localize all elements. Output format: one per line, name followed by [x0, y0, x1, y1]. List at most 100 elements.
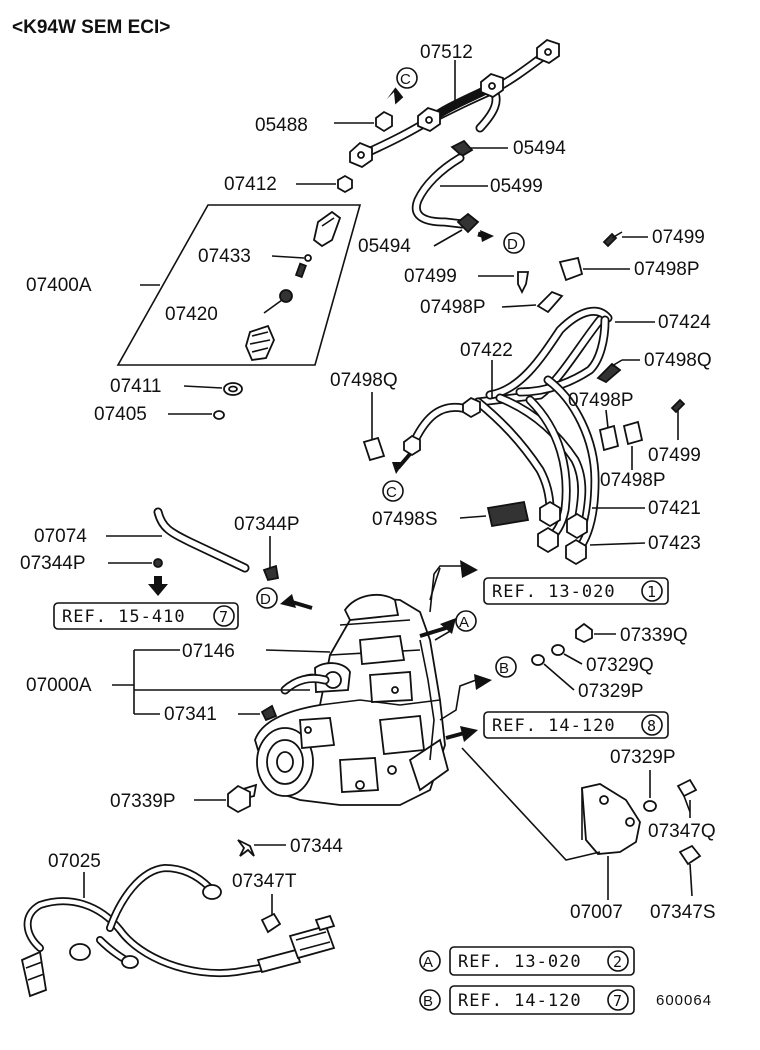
nut-07412 — [337, 174, 353, 194]
svg-text:D: D — [260, 591, 271, 608]
clamp-07498S — [486, 500, 530, 528]
nozzle-spring — [304, 254, 312, 262]
nozzle-assembly-box — [116, 204, 362, 366]
label-05494-a: 05494 — [513, 138, 566, 159]
washer-07329Q — [551, 644, 565, 656]
label-07499-c: 07499 — [648, 445, 701, 466]
label-07420: 07420 — [165, 304, 218, 325]
label-07347T: 07347T — [232, 871, 297, 892]
svg-text:REF. 13-020: REF. 13-020 — [492, 582, 616, 602]
label-07499-b: 07499 — [404, 266, 457, 287]
label-07498S: 07498S — [372, 509, 438, 530]
bolt-07499-b — [517, 271, 530, 295]
svg-text:1: 1 — [647, 583, 657, 601]
marker-c-left — [382, 480, 404, 502]
svg-text:7: 7 — [219, 608, 229, 626]
label-07498P-d: 07498P — [600, 470, 666, 491]
label-05488: 05488 — [255, 115, 308, 136]
label-07433: 07433 — [198, 246, 251, 267]
screw-07341 — [260, 704, 278, 722]
injection-pipes-07421-07424 — [403, 306, 613, 566]
clip-07344P-mid — [262, 564, 280, 582]
clip-07344 — [237, 839, 255, 857]
nut-05488 — [375, 110, 393, 133]
svg-text:8: 8 — [647, 717, 657, 735]
label-07424: 07424 — [658, 312, 711, 333]
label-07405: 07405 — [94, 404, 147, 425]
label-07344P-a: 07344P — [20, 553, 86, 574]
bolt-07347Q — [676, 778, 698, 798]
clamp-07498Q-left — [362, 436, 386, 462]
diagram-title: <K94W SEM ECI> — [12, 17, 170, 38]
label-07339P: 07339P — [110, 791, 176, 812]
clamp-07498P-a — [558, 256, 584, 282]
nut-07339Q — [575, 622, 593, 644]
marker-d-right — [503, 232, 525, 254]
legend-ref-a[interactable]: A REF. 13-020 2 — [419, 946, 635, 976]
clamp-07498P-c — [598, 424, 620, 452]
bolt-07499-c — [670, 398, 686, 414]
label-07347Q: 07347Q — [648, 821, 716, 842]
svg-text:C: C — [386, 484, 397, 501]
clamp-07498P-b — [536, 290, 564, 314]
washer-07329P-b — [643, 800, 657, 812]
label-07329P-a: 07329P — [578, 681, 644, 702]
svg-text:2: 2 — [613, 953, 623, 971]
label-07512: 07512 — [420, 42, 473, 63]
label-07498P-c: 07498P — [568, 390, 634, 411]
legend-ref-b[interactable]: B REF. 14-120 7 — [419, 985, 635, 1015]
ref-box-14-120-8[interactable]: REF. 14-120 8 — [483, 711, 669, 739]
label-07412: 07412 — [224, 174, 277, 195]
label-07400A: 07400A — [26, 275, 92, 296]
marker-d-left — [256, 587, 278, 609]
label-07074: 07074 — [34, 526, 87, 547]
ref-box-13-020-1[interactable]: REF. 13-020 1 — [483, 577, 669, 605]
svg-text:B: B — [499, 660, 509, 677]
nozzle-holder — [312, 210, 342, 248]
washer-07405 — [213, 410, 225, 420]
svg-text:7: 7 — [613, 992, 623, 1010]
label-07146: 07146 — [182, 641, 235, 662]
label-07498Q-a: 07498Q — [330, 370, 398, 391]
label-07329P-b: 07329P — [610, 747, 676, 768]
svg-text:REF. 14-120: REF. 14-120 — [458, 991, 582, 1011]
clamp-07498P-d — [622, 420, 644, 446]
bracket-07007 — [581, 783, 641, 855]
label-07421: 07421 — [648, 498, 701, 519]
nozzle-tip-07420 — [279, 289, 293, 303]
marker-b-mid — [495, 656, 517, 678]
label-07344P-b: 07344P — [234, 514, 300, 535]
label-07007: 07007 — [570, 902, 623, 923]
label-07423: 07423 — [648, 533, 701, 554]
label-07422: 07422 — [460, 340, 513, 361]
label-07339Q: 07339Q — [620, 625, 688, 646]
svg-text:REF. 15-410: REF. 15-410 — [62, 607, 186, 627]
label-07411: 07411 — [110, 376, 161, 397]
marker-c-top — [396, 67, 418, 89]
clamp-05494-bottom — [456, 212, 480, 234]
nut-07339P — [227, 784, 251, 814]
label-07025: 07025 — [48, 851, 101, 872]
harness-07025 — [20, 864, 336, 998]
image-code: 600064 — [656, 992, 712, 1009]
label-07000A: 07000A — [26, 675, 92, 696]
label-05499: 05499 — [490, 176, 543, 197]
label-05494-b: 05494 — [358, 236, 411, 257]
svg-text:D: D — [507, 236, 518, 253]
label-07498P-a: 07498P — [634, 259, 700, 280]
svg-text:REF. 14-120: REF. 14-120 — [492, 716, 616, 736]
label-07499-a: 07499 — [652, 227, 705, 248]
label-07344: 07344 — [290, 836, 343, 857]
bolt-07347T — [260, 912, 282, 934]
label-07347S: 07347S — [650, 902, 716, 923]
marker-a-mid — [455, 610, 477, 632]
bolt-07347S — [678, 844, 702, 866]
injection-pipe-07512 — [349, 38, 560, 169]
clamp-05494-top — [450, 139, 474, 158]
nozzle-nut — [245, 324, 275, 361]
svg-text:A: A — [459, 614, 469, 631]
clamp-07498Q-right — [596, 362, 622, 384]
svg-text:B: B — [423, 993, 433, 1010]
ref-box-15-410[interactable]: REF. 15-410 7 — [53, 602, 239, 630]
